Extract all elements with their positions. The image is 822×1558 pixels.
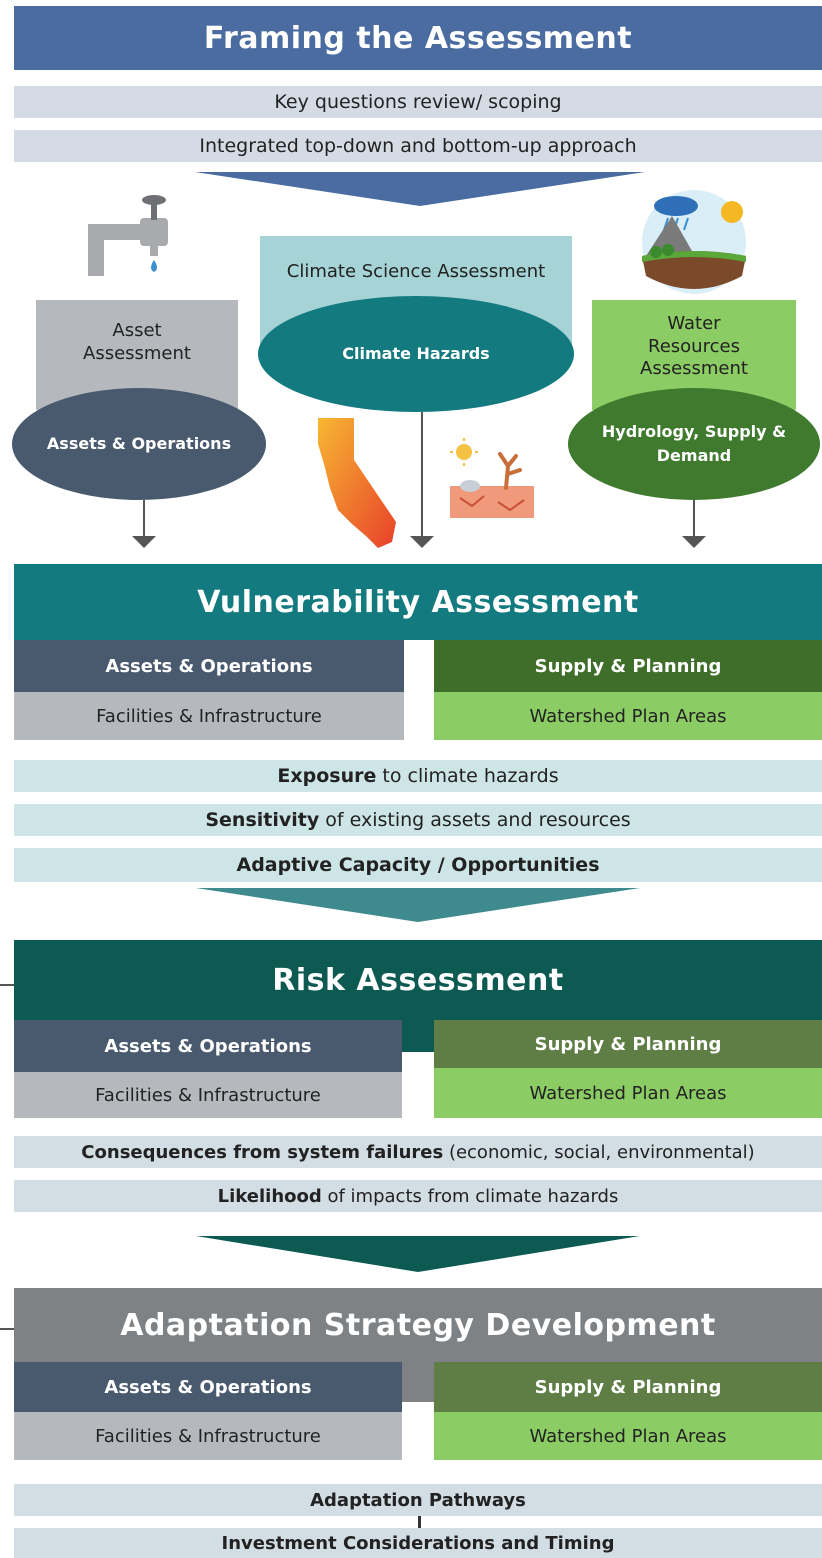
adaptation-gap <box>402 1402 434 1460</box>
drought-icon <box>450 438 534 518</box>
risk-right-sub: Watershed Plan Areas <box>434 1068 822 1118</box>
framing-title: Framing the Assessment <box>203 20 633 56</box>
risk-left-sub-label: Facilities & Infrastructure <box>95 1084 321 1106</box>
exposure-bold: Exposure <box>277 765 377 787</box>
investment-label: Investment Considerations and Timing <box>221 1532 615 1554</box>
adaptive-capacity-label: Adaptive Capacity / Opportunities <box>236 854 600 876</box>
arrow-climate-head <box>410 536 434 548</box>
vulnerability-left-head-label: Assets & Operations <box>105 655 313 677</box>
vulnerability-left-sub: Facilities & Infrastructure <box>14 692 404 740</box>
climate-hazards-ellipse-label: Climate Hazards <box>342 344 490 363</box>
water-cycle-icon <box>642 190 746 294</box>
vulnerability-left-head: Assets & Operations <box>14 640 404 692</box>
adaptation-side-line <box>0 1328 14 1330</box>
arrow-hydrology-head <box>682 536 706 548</box>
risk-left-head: Assets & Operations <box>14 1020 402 1072</box>
water-resources-label: Water Resources Assessment <box>592 308 796 386</box>
water-resources-text: Water Resources Assessment <box>640 313 748 380</box>
vulnerability-left-sub-label: Facilities & Infrastructure <box>96 705 322 727</box>
exposure-bar: Exposure to climate hazards <box>14 760 822 792</box>
asset-assessment-text: Asset Assessment <box>83 319 191 364</box>
risk-left-head-label: Assets & Operations <box>104 1035 312 1057</box>
assets-operations-ellipse-label: Assets & Operations <box>46 434 232 453</box>
climate-science-label: Climate Science Assessment <box>260 256 572 286</box>
adaptation-pathways-bar: Adaptation Pathways <box>14 1484 822 1516</box>
arrow-assets-head <box>132 536 156 548</box>
vulnerability-right-head: Supply & Planning <box>434 640 822 692</box>
likelihood-rest: of impacts from climate hazards <box>321 1185 619 1207</box>
adaptation-title: Adaptation Strategy Development <box>120 1307 716 1343</box>
risk-title: Risk Assessment <box>272 962 564 998</box>
adaptation-right-head: Supply & Planning <box>434 1362 822 1412</box>
consequences-bold: Consequences from system failures <box>81 1141 444 1163</box>
consequences-bar: Consequences from system failures (econo… <box>14 1136 822 1168</box>
risk-right-head: Supply & Planning <box>434 1020 822 1068</box>
vulnerability-title: Vulnerability Assessment <box>197 584 639 620</box>
vulnerability-header: Vulnerability Assessment <box>14 564 822 640</box>
climate-hazards-ellipse: Climate Hazards <box>258 296 574 412</box>
likelihood-bar: Likelihood of impacts from climate hazar… <box>14 1180 822 1212</box>
adaptation-right-sub-label: Watershed Plan Areas <box>529 1425 727 1447</box>
adaptation-right-sub: Watershed Plan Areas <box>434 1412 822 1460</box>
adaptation-left-head-label: Assets & Operations <box>104 1376 312 1398</box>
risk-side-line <box>0 984 14 986</box>
sensitivity-rest: of existing assets and resources <box>319 809 631 831</box>
exposure-rest: to climate hazards <box>376 765 559 787</box>
risk-right-head-label: Supply & Planning <box>534 1033 722 1055</box>
climate-science-text: Climate Science Assessment <box>286 260 546 282</box>
asset-assessment-label: Asset Assessment <box>36 312 238 372</box>
adaptation-left-sub: Facilities & Infrastructure <box>14 1412 402 1460</box>
framing-bar-approach-label: Integrated top-down and bottom-up approa… <box>199 135 637 157</box>
sensitivity-bar: Sensitivity of existing assets and resou… <box>14 804 822 836</box>
framing-header: Framing the Assessment <box>14 6 822 70</box>
adaptive-capacity-bar: Adaptive Capacity / Opportunities <box>14 848 822 882</box>
faucet-icon <box>88 195 168 276</box>
risk-left-sub: Facilities & Infrastructure <box>14 1072 402 1118</box>
adaptation-connector <box>418 1516 421 1528</box>
framing-bar-scoping: Key questions review/ scoping <box>14 86 822 118</box>
hydrology-ellipse-label: Hydrology, Supply & Demand <box>601 422 787 465</box>
sensitivity-bold: Sensitivity <box>205 809 320 831</box>
adaptation-right-head-label: Supply & Planning <box>534 1376 722 1398</box>
hydrology-ellipse: Hydrology, Supply & Demand <box>568 388 820 500</box>
consequences-rest: (economic, social, environmental) <box>443 1141 755 1163</box>
adaptation-header: Adaptation Strategy Development <box>14 1288 822 1362</box>
assets-operations-ellipse: Assets & Operations <box>12 388 266 500</box>
vulnerability-right-sub-label: Watershed Plan Areas <box>529 705 727 727</box>
likelihood-bold: Likelihood <box>217 1185 322 1207</box>
adaptation-left-sub-label: Facilities & Infrastructure <box>95 1425 321 1447</box>
vulnerability-gap <box>404 640 434 740</box>
risk-right-sub-label: Watershed Plan Areas <box>529 1082 727 1104</box>
investment-bar: Investment Considerations and Timing <box>14 1528 822 1558</box>
framing-bar-approach: Integrated top-down and bottom-up approa… <box>14 130 822 162</box>
adaptation-left-head: Assets & Operations <box>14 1362 402 1412</box>
vulnerability-right-head-label: Supply & Planning <box>534 655 722 677</box>
framing-bar-scoping-label: Key questions review/ scoping <box>274 91 562 113</box>
california-map-icon <box>318 418 396 548</box>
vulnerability-right-sub: Watershed Plan Areas <box>434 692 822 740</box>
risk-header: Risk Assessment <box>14 940 822 1020</box>
risk-gap <box>402 1052 434 1118</box>
adaptation-pathways-label: Adaptation Pathways <box>310 1489 526 1511</box>
